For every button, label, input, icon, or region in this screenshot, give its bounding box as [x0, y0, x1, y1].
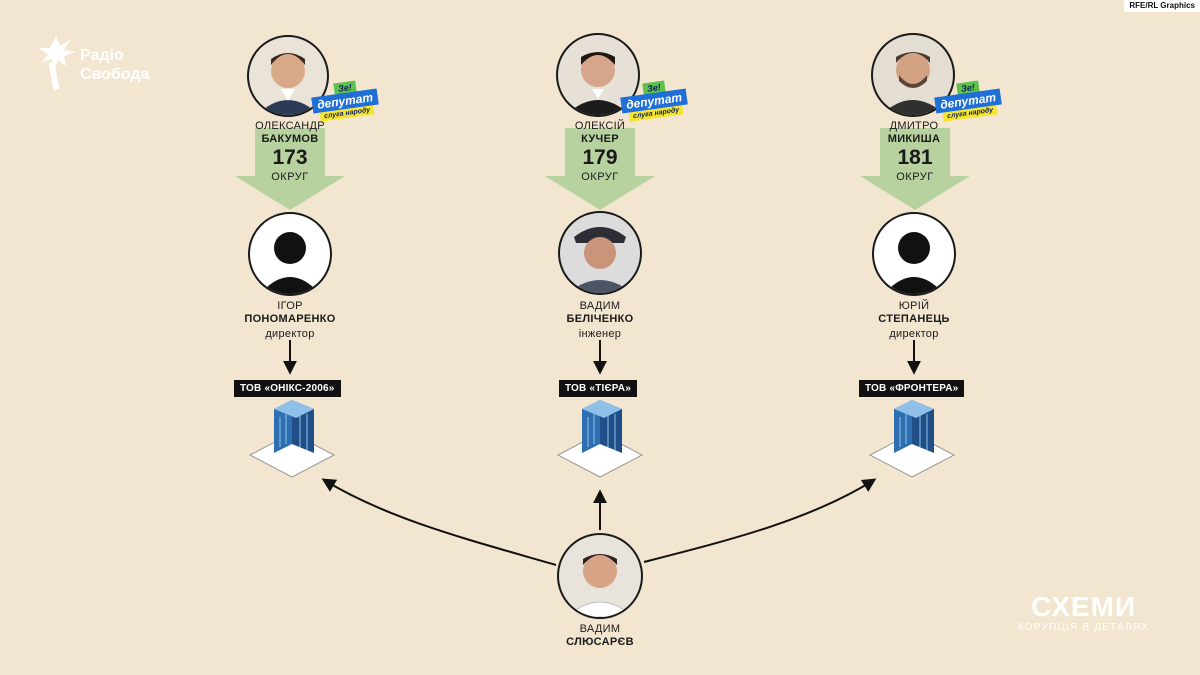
- radio-svoboda-logo: Радіо Свобода: [36, 32, 176, 92]
- deputy-first-name: Олексій: [574, 120, 626, 132]
- owner-first-name: Вадим: [579, 623, 621, 635]
- deputy-first-name: Олександр: [255, 120, 325, 132]
- district-number: 173: [272, 146, 308, 169]
- deputy-name: Дмитро Микиша: [854, 120, 974, 146]
- brand-name: СХЕМИ: [1031, 591, 1137, 622]
- district-label: округ: [896, 171, 934, 183]
- person-icon: [566, 554, 634, 617]
- district-label: округ: [581, 171, 619, 183]
- anonymous-person-icon: [872, 212, 956, 296]
- company-label: ТОВ «ФРОНТЕРА»: [859, 380, 965, 397]
- official-name: Ігор Пономаренко директор: [220, 300, 360, 341]
- torch-icon: [38, 36, 76, 91]
- district-arrow-2: [545, 128, 655, 210]
- deputy-last-name: Кучер: [581, 133, 619, 145]
- owner-photo: [557, 533, 643, 619]
- schemes-brand-logo: СХЕМИ КОРУПЦІЯ В ДЕТАЛЯХ: [1018, 591, 1150, 634]
- owner-arrow-left: [321, 478, 557, 566]
- official-photo: [558, 211, 642, 295]
- building-icon: [248, 400, 336, 478]
- official-last-name: Беліченко: [566, 313, 634, 325]
- deputy-first-name: Дмитро: [889, 120, 939, 132]
- logo-line-1: Радіо: [80, 47, 124, 64]
- district-arrow-1: [235, 128, 345, 210]
- district-arrow-3: [860, 128, 970, 210]
- deputy-last-name: Микиша: [887, 133, 941, 145]
- building-icon: [868, 400, 956, 478]
- deputy-name: Олександр Бакумов: [230, 120, 350, 146]
- company-label: ТОВ «ТІЄРА»: [559, 380, 637, 397]
- deputy-last-name: Бакумов: [261, 133, 319, 145]
- official-role: директор: [265, 328, 315, 340]
- person-icon: [257, 53, 319, 115]
- official-role: директор: [889, 328, 939, 340]
- owner-name: Вадим Слюсарєв: [540, 623, 660, 649]
- official-last-name: Пономаренко: [244, 313, 336, 325]
- district-number: 179: [582, 146, 618, 169]
- official-role: інженер: [578, 328, 622, 340]
- district-number: 181: [897, 146, 933, 169]
- owner-arrow-right: [643, 478, 877, 563]
- official-name: Вадим Беліченко інженер: [530, 300, 670, 341]
- official-name: Юрій Степанець директор: [844, 300, 984, 341]
- building-icon: [556, 400, 644, 478]
- person-icon: [881, 52, 945, 115]
- person-icon: [568, 227, 632, 293]
- official-last-name: Степанець: [878, 313, 950, 325]
- logo-line-2: Свобода: [80, 66, 150, 83]
- anonymous-person-icon: [248, 212, 332, 296]
- brand-tagline: КОРУПЦІЯ В ДЕТАЛЯХ: [1018, 622, 1150, 633]
- official-first-name: Юрій: [898, 300, 930, 312]
- person-icon: [566, 52, 630, 115]
- district-label: округ: [271, 171, 309, 183]
- owner-last-name: Слюсарєв: [566, 636, 634, 648]
- deputy-name: Олексій Кучер: [540, 120, 660, 146]
- official-first-name: Ігор: [277, 300, 303, 312]
- graphics-credit: RFE/RL Graphics: [1124, 0, 1200, 12]
- company-label: ТОВ «ОНІКС-2006»: [234, 380, 341, 397]
- official-first-name: Вадим: [579, 300, 621, 312]
